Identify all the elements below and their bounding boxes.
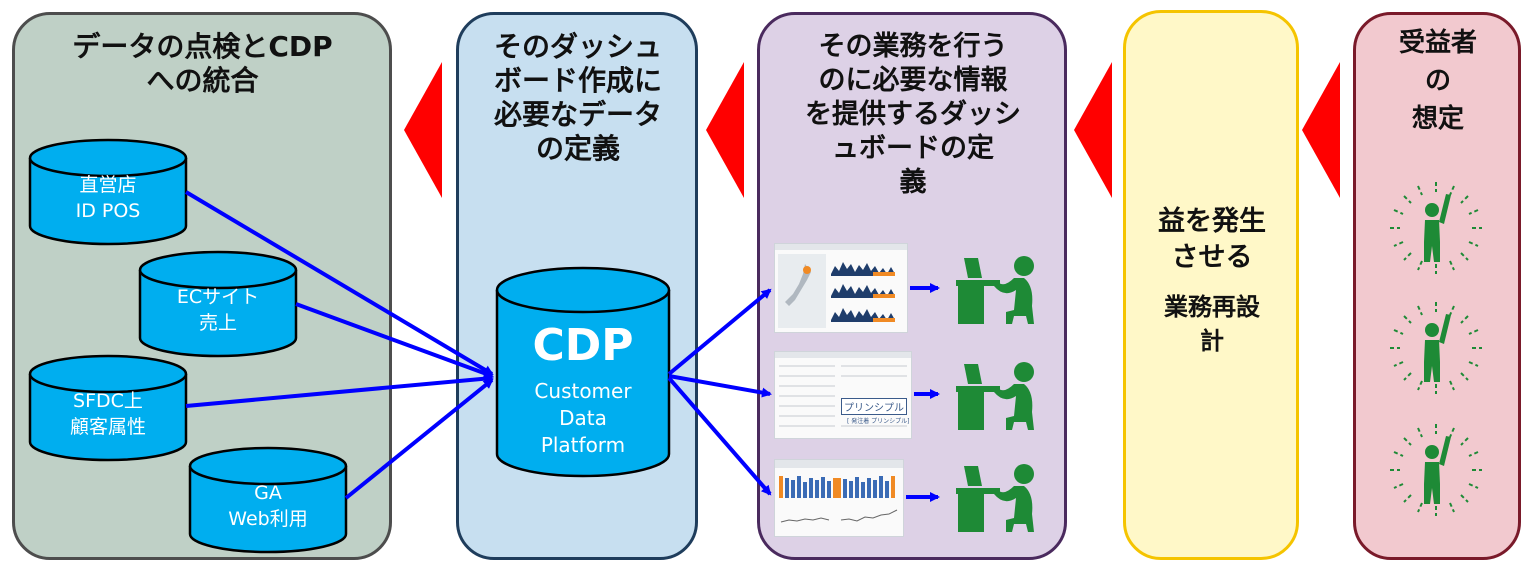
arrows-to-dashboards <box>667 288 772 496</box>
source-line: ECサイト <box>176 286 260 308</box>
cheering-person-icon <box>1390 424 1482 516</box>
source-label-ec-site: ECサイト 売上 <box>140 284 296 336</box>
title-line: の <box>1424 66 1451 96</box>
cdp-title: CDP <box>532 320 634 371</box>
worker-at-desk-icon <box>956 362 1034 430</box>
title-line: のに必要な情報 <box>818 65 1008 96</box>
source-line: 売上 <box>198 312 237 334</box>
panel-business-redesign <box>1123 10 1299 560</box>
title-line: 義 <box>899 167 927 198</box>
title-line: 益を発生 <box>1158 206 1266 237</box>
principle-label: プリンシプル <box>841 398 907 415</box>
cheering-person-icon <box>1390 302 1482 394</box>
source-line: SFDC上 <box>73 390 143 412</box>
title-line: 想定 <box>1411 104 1464 134</box>
dashboard-thumbnail-map <box>774 243 908 333</box>
dashboard-thumbnail-barchart <box>774 459 904 537</box>
cylinder-ga <box>188 446 348 554</box>
title-line: の定義 <box>535 132 620 165</box>
chevron-left-icon <box>706 62 744 198</box>
map-chart-thumbnail <box>775 244 907 328</box>
source-label-sfdc: SFDC上 顧客属性 <box>30 388 186 440</box>
title-line: への統合 <box>146 64 259 97</box>
title-line: ュボードの定 <box>832 133 994 164</box>
cdp-line: Customer <box>534 379 632 403</box>
principle-sublabel: [ 発注着 プリンシプル] <box>847 418 910 425</box>
title-line: そのダッシュ <box>493 30 662 63</box>
source-label-direct-store: 直営店 ID POS <box>30 172 186 224</box>
table-thumbnail <box>775 352 911 427</box>
chevron-left-icon <box>404 62 442 198</box>
title-line: データの点検とCDP <box>72 30 333 63</box>
title-business-redesign: 益を発生 させる <box>1128 204 1296 276</box>
bar-chart-thumbnail <box>775 460 903 523</box>
title-line: 受益者 <box>1398 28 1477 58</box>
chevron-left-icon <box>1074 62 1112 198</box>
subtitle-line: 業務再設 <box>1164 293 1260 321</box>
cdp-line: Data <box>559 406 607 430</box>
source-line: 顧客属性 <box>69 416 146 438</box>
cylinder-sfdc <box>28 354 188 462</box>
cylinder-cdp <box>495 266 671 478</box>
cheering-person-icon <box>1390 182 1482 274</box>
worker-at-desk-icon <box>956 256 1034 324</box>
cylinder-direct-store <box>28 138 188 246</box>
title-beneficiary: 受益者 の 想定 <box>1358 24 1518 138</box>
dashboard-thumbnail-principle: プリンシプル [ 発注着 プリンシプル] <box>774 351 912 439</box>
cdp-subtitle: Customer Data Platform <box>497 378 669 459</box>
title-data-check: データの点検とCDP への統合 <box>20 30 385 98</box>
title-line: 必要なデータ <box>493 98 662 131</box>
cylinder-ec-site <box>138 250 298 358</box>
subtitle-line: 計 <box>1200 327 1224 355</box>
source-line: GA <box>254 482 282 504</box>
title-line: ボード作成に <box>493 64 662 97</box>
title-line: その業務を行う <box>818 31 1008 62</box>
title-line: を提供するダッシ <box>805 99 1021 130</box>
arrows-to-workers <box>906 283 940 502</box>
chevron-left-icon <box>1302 62 1340 198</box>
cdp-line: Platform <box>540 433 626 457</box>
title-dashboard-definition: その業務を行う のに必要な情報 を提供するダッシ ュボードの定 義 <box>762 30 1064 200</box>
source-line: ID POS <box>75 200 141 222</box>
title-line: させる <box>1171 242 1253 273</box>
arrows-to-cdp <box>184 190 494 500</box>
source-line: Web利用 <box>228 508 308 530</box>
subtitle-business-redesign: 業務再設 計 <box>1128 290 1296 358</box>
worker-at-desk-icon <box>956 464 1034 532</box>
title-data-definition: そのダッシュ ボード作成に 必要なデータ の定義 <box>462 30 694 166</box>
source-line: 直営店 <box>79 174 137 196</box>
source-label-ga: GA Web利用 <box>190 480 346 532</box>
